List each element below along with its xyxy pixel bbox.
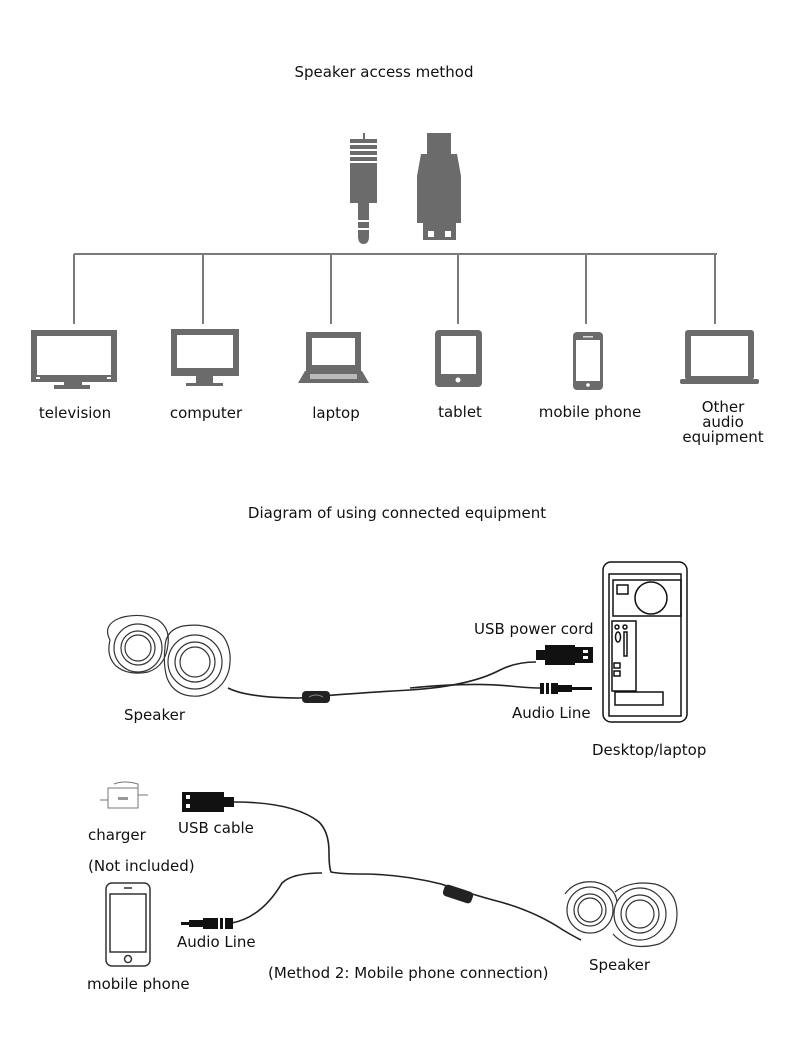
connection-tree	[73, 253, 717, 324]
method2-phone-label: mobile phone	[87, 975, 190, 993]
method1-audio-line-label: Audio Line	[512, 704, 591, 722]
device-label-television: television	[38, 404, 112, 422]
inline-switch-icon	[302, 691, 330, 703]
method2-charger-label: charger	[88, 826, 146, 844]
television-icon	[31, 330, 117, 389]
usb-cable-plug-icon	[182, 792, 234, 812]
device-label-other-audio-equipment: Other audio equipment	[682, 400, 763, 445]
device-label-line2: equipment	[682, 428, 764, 446]
other-audio-equipment-icon	[680, 330, 759, 384]
computer-monitor-icon	[171, 329, 239, 386]
speaker-pair-icon	[107, 614, 231, 697]
speaker-pair-icon-2	[564, 881, 678, 947]
inline-switch-icon-2	[442, 884, 474, 904]
charger-icon	[100, 781, 148, 809]
section-title-connected-equipment: Diagram of using connected equipment	[247, 504, 547, 522]
method2-caption: (Method 2: Mobile phone connection)	[268, 964, 549, 982]
method2-not-included-label: (Not included)	[88, 857, 195, 875]
audio-jack-plug-icon	[350, 133, 377, 244]
method1-usb-power-cord-label: USB power cord	[474, 620, 594, 638]
laptop-icon	[298, 332, 369, 383]
section-title-access-method: Speaker access method	[294, 63, 474, 81]
device-label-laptop: laptop	[312, 404, 360, 422]
method1-device-label: Desktop/laptop	[592, 741, 707, 759]
audio-line-plug-icon	[181, 918, 233, 929]
device-label-mobile-phone: mobile phone	[538, 403, 642, 421]
method2-usb-cable-label: USB cable	[178, 819, 254, 837]
method2-speaker-label: Speaker	[589, 956, 651, 974]
audio-jack-plug-small-icon	[540, 683, 592, 694]
method1-cables	[227, 661, 541, 699]
device-label-line1: Other audio	[701, 398, 745, 431]
usb-power-plug-icon	[536, 645, 593, 665]
method2-cables	[231, 801, 582, 941]
device-label-computer: computer	[169, 404, 243, 422]
device-label-tablet: tablet	[438, 403, 482, 421]
mobile-phone-device-icon	[105, 882, 151, 967]
desktop-tower-icon	[602, 561, 688, 723]
method1-speaker-label: Speaker	[124, 706, 186, 724]
method2-audio-line-label: Audio Line	[177, 933, 256, 951]
usb-plug-icon	[417, 133, 461, 240]
tablet-icon	[435, 330, 482, 387]
mobile-phone-icon	[573, 332, 603, 390]
